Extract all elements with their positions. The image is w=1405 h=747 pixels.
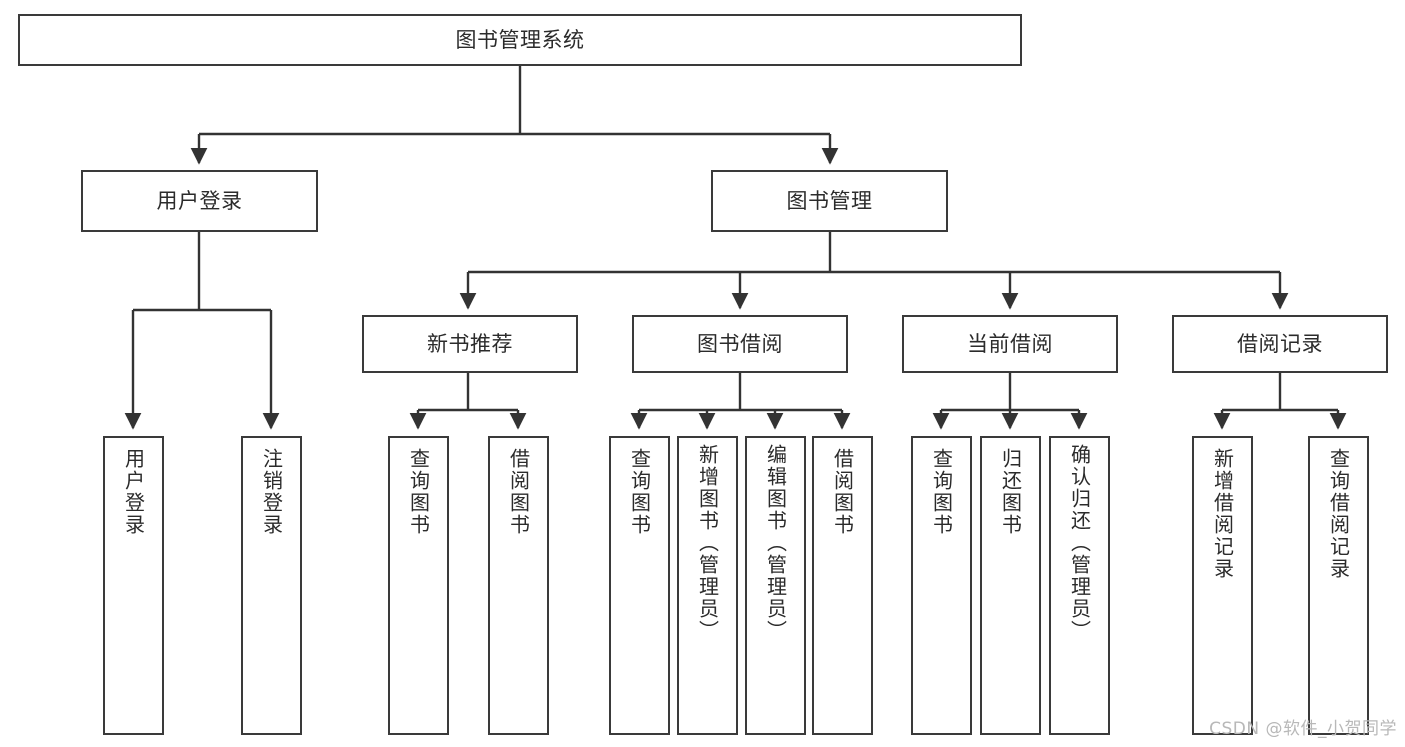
node-book-borrow-label: 图书借阅 [697, 331, 783, 356]
node-leaf-add-record-label: 新增借阅记录 [1210, 448, 1235, 580]
node-leaf-query-book-1[interactable]: 查询图书 [388, 436, 449, 735]
node-borrow-record-label: 借阅记录 [1237, 331, 1323, 356]
node-leaf-query-record[interactable]: 查询借阅记录 [1308, 436, 1369, 735]
node-new-book-recommend[interactable]: 新书推荐 [362, 315, 578, 373]
node-user-login-label: 用户登录 [156, 188, 243, 213]
node-leaf-return-book[interactable]: 归还图书 [980, 436, 1041, 735]
node-root-label: 图书管理系统 [455, 27, 585, 52]
node-leaf-borrow-book-2[interactable]: 借阅图书 [812, 436, 873, 735]
node-leaf-add-book[interactable]: 新增图书（管理员） [677, 436, 738, 735]
node-book-borrow[interactable]: 图书借阅 [632, 315, 848, 373]
node-leaf-edit-book-label: 编辑图书（管理员） [763, 444, 788, 642]
node-leaf-query-book-2[interactable]: 查询图书 [609, 436, 670, 735]
node-leaf-user-login-label: 用户登录 [121, 448, 146, 536]
node-current-borrow[interactable]: 当前借阅 [902, 315, 1118, 373]
node-current-borrow-label: 当前借阅 [967, 331, 1053, 356]
node-leaf-confirm-return-label: 确认归还（管理员） [1067, 444, 1092, 642]
node-leaf-add-book-label: 新增图书（管理员） [695, 444, 720, 642]
node-leaf-borrow-book-2-label: 借阅图书 [830, 448, 855, 536]
node-leaf-borrow-book-1-label: 借阅图书 [506, 448, 531, 536]
node-leaf-edit-book[interactable]: 编辑图书（管理员） [745, 436, 806, 735]
node-leaf-query-book-3[interactable]: 查询图书 [911, 436, 972, 735]
node-leaf-query-book-2-label: 查询图书 [627, 448, 652, 536]
node-leaf-borrow-book-1[interactable]: 借阅图书 [488, 436, 549, 735]
csdn-watermark: CSDN @软件_小贺同学 [1209, 719, 1397, 739]
node-user-login[interactable]: 用户登录 [81, 170, 318, 232]
node-leaf-query-book-3-label: 查询图书 [929, 448, 954, 536]
node-leaf-logout-login[interactable]: 注销登录 [241, 436, 302, 735]
node-leaf-user-login[interactable]: 用户登录 [103, 436, 164, 735]
node-leaf-confirm-return[interactable]: 确认归还（管理员） [1049, 436, 1110, 735]
node-leaf-logout-login-label: 注销登录 [259, 448, 284, 536]
node-new-book-recommend-label: 新书推荐 [427, 331, 513, 356]
node-book-manage-label: 图书管理 [786, 188, 873, 213]
node-leaf-add-record[interactable]: 新增借阅记录 [1192, 436, 1253, 735]
node-root[interactable]: 图书管理系统 [18, 14, 1022, 66]
node-book-manage[interactable]: 图书管理 [711, 170, 948, 232]
node-leaf-query-book-1-label: 查询图书 [406, 448, 431, 536]
node-leaf-return-book-label: 归还图书 [998, 448, 1023, 536]
node-leaf-query-record-label: 查询借阅记录 [1326, 448, 1351, 580]
node-borrow-record[interactable]: 借阅记录 [1172, 315, 1388, 373]
